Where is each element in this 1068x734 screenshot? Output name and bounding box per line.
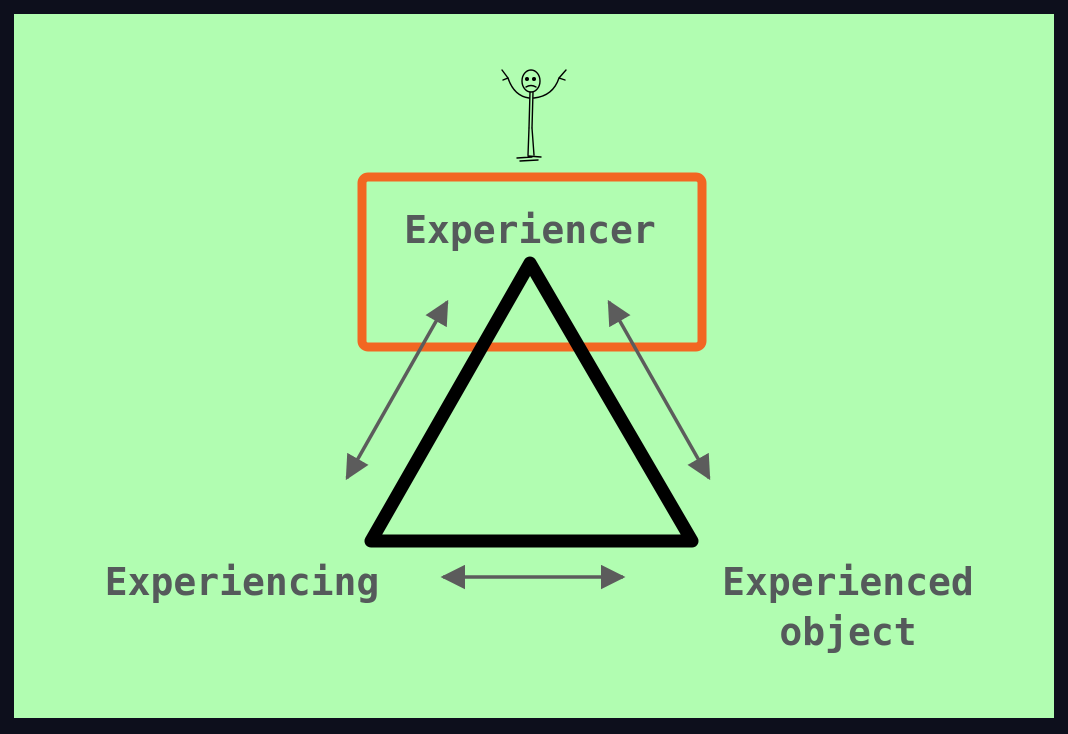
right-double-arrow [607,299,711,481]
label-experiencing: Experiencing [105,560,380,604]
left-double-arrow [345,299,449,481]
stick-figure-shrugging-icon [501,69,567,162]
diagram-background [14,14,1054,718]
experiencer-highlight-box [357,172,707,352]
label-experiencer: Experiencer [404,208,656,252]
label-experienced-line2: object [779,610,916,654]
label-experienced-line1: Experienced [722,560,974,604]
